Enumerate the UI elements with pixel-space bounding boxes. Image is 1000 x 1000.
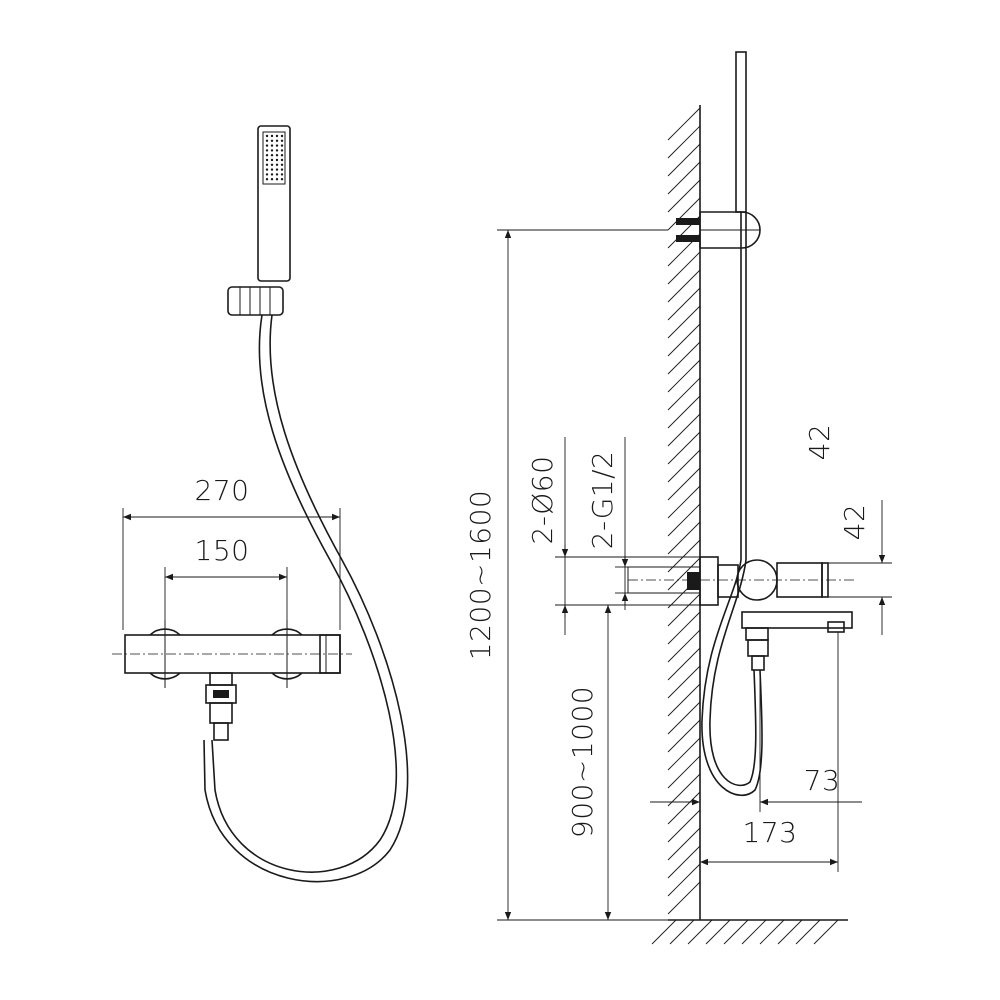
dimension-1200-1600: 1200~1600 [464, 229, 668, 921]
dimension-150: 150 [164, 534, 288, 620]
dimension-label-1200-1600: 1200~1600 [464, 490, 497, 660]
dimension-label-173: 173 [743, 816, 798, 849]
slide-rail [735, 51, 747, 560]
dimension-900-1000: 900~1000 [566, 605, 612, 920]
dimension-173: 173 [700, 632, 839, 872]
dimension-42: 42 [828, 500, 892, 635]
shower-holder [227, 286, 284, 316]
side-view: 1200~1600 2-Ø60 2-G1/2 42 [464, 51, 892, 945]
front-view: 270 150 [112, 125, 409, 883]
floor-section [651, 919, 848, 945]
shower-hose [203, 314, 409, 883]
dimension-2-g1-2: 2-G1/2 [586, 437, 629, 610]
dimension-label-2-o60: 2-Ø60 [526, 456, 559, 545]
spray-nozzles [265, 134, 284, 181]
hand-shower-head [257, 125, 291, 282]
dimension-label-42: 42 [838, 504, 871, 541]
rail-bracket [676, 211, 761, 249]
dimension-label-900-1000: 900~1000 [566, 686, 599, 838]
dimension-label-42-upper: 42 [803, 424, 836, 461]
hose-connector [205, 672, 237, 741]
dimension-73: 73 [650, 670, 862, 812]
dimension-270: 270 [122, 474, 341, 630]
dimension-label-150: 150 [195, 534, 250, 567]
dimension-label-270: 270 [195, 474, 250, 507]
hose-side [701, 559, 763, 797]
wall-section [667, 105, 701, 920]
dimension-2-o60: 2-Ø60 [526, 437, 700, 635]
dimension-label-73: 73 [804, 764, 841, 797]
dimension-label-2-g1-2: 2-G1/2 [586, 451, 619, 550]
mixer-side [627, 556, 855, 671]
